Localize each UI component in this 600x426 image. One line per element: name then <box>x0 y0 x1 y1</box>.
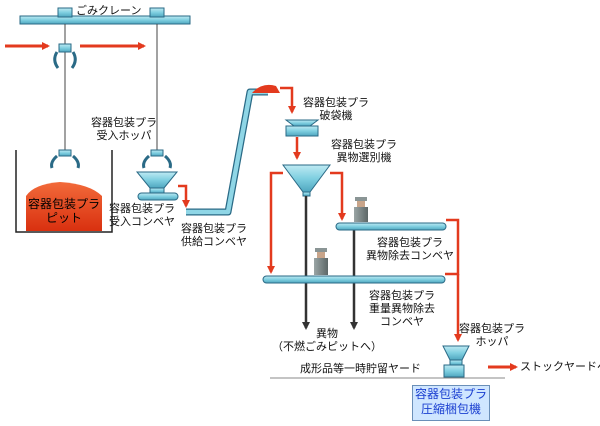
pit-label: 容器包装プラ ピット <box>26 197 102 225</box>
baler-label-line-1: 容器包装プラ <box>414 387 487 401</box>
foreign-conveyor-label: 容器包装プラ 異物除去コンベヤ <box>362 236 458 262</box>
hopper-grab-icon <box>142 149 172 169</box>
crane-label: ごみクレーン <box>76 4 142 17</box>
feed-conveyor <box>186 88 268 216</box>
baler-hopper-label: 容器包装プラ ホッパ <box>454 322 530 348</box>
foreign-matter-label-line-2: （不燃ごみピットへ） <box>272 340 382 353</box>
crane-rail <box>19 7 191 25</box>
baler-press-icon <box>443 364 465 378</box>
foreign-conveyor-label-line-1: 容器包装プラ <box>377 236 443 249</box>
baler-label: 容器包装プラ 圧縮梱包機 <box>412 387 490 417</box>
sorter-label-line-1: 容器包装プラ <box>331 138 397 151</box>
bag-breaker-label: 容器包装プラ 破袋機 <box>300 96 372 122</box>
pit-wall <box>15 150 113 233</box>
heavy-conveyor-label: 容器包装プラ 重量異物除去 コンベヤ <box>364 289 440 328</box>
heavy-conveyor-label-line-2: 重量異物除去 <box>369 302 435 315</box>
to-stock-label: ストックヤードへ <box>520 360 600 373</box>
heavy-removal-conveyor <box>262 275 446 284</box>
foreign-conveyor-out <box>446 218 460 262</box>
receiving-conveyor-label-line-2: 受入コンベヤ <box>109 215 175 228</box>
receiving-conveyor-label: 容器包装プラ 受入コンベヤ <box>106 202 178 228</box>
bag-breaker-icon <box>284 119 320 137</box>
sorter-right-arrow <box>330 171 346 221</box>
receiving-arrow <box>178 184 190 208</box>
pit-label-line-1: 容器包装プラ <box>27 197 100 211</box>
foreign-conveyor-label-line-2: 異物除去コンベヤ <box>366 249 454 262</box>
crane-grab-icon <box>53 43 77 69</box>
foreign-matter-label: 異物 （不燃ごみピットへ） <box>272 327 382 353</box>
feed-load <box>252 84 280 93</box>
sorter-label-line-2: 異物選別機 <box>336 151 392 164</box>
baler-hopper-label-line-2: ホッパ <box>475 335 509 348</box>
feed-arrow <box>280 86 296 114</box>
receiving-conveyor-label-line-1: 容器包装プラ <box>109 202 175 215</box>
pit-grab-icon <box>50 149 80 169</box>
feed-conveyor-label-line-2: 供給コンベヤ <box>181 235 247 248</box>
feed-conveyor-label-line-1: 容器包装プラ <box>181 222 247 235</box>
heavy-conveyor-out <box>445 262 460 276</box>
waste-pile <box>26 182 102 231</box>
receiving-hopper-label-line-1: 容器包装プラ <box>91 116 157 129</box>
operator-icon-2 <box>314 248 328 275</box>
sorter-label: 容器包装プラ 異物選別機 <box>326 138 402 164</box>
baler-label-line-2: 圧縮梱包機 <box>420 402 481 416</box>
receiving-conveyor <box>137 192 179 201</box>
storage-yard-label: 成形品等一時貯留ヤード <box>300 362 421 375</box>
receiving-hopper-label-line-2: 受入ホッパ <box>96 129 152 142</box>
pit-label-line-2: ピット <box>45 211 82 225</box>
feed-conveyor-label: 容器包装プラ 供給コンベヤ <box>178 222 250 248</box>
receiving-hopper-icon <box>135 171 179 194</box>
foreign-matter-label-line-1: 異物 <box>316 327 338 340</box>
baler-hopper-icon <box>442 345 470 366</box>
baler-box <box>412 385 490 421</box>
heavy-conveyor-label-line-3: コンベヤ <box>380 315 424 328</box>
receiving-hopper-label: 容器包装プラ 受入ホッパ <box>88 116 160 142</box>
operator-icon-1 <box>354 197 368 222</box>
sorter-left-arrow <box>267 171 283 274</box>
baler-hopper-label-line-1: 容器包装プラ <box>459 322 525 335</box>
foreign-removal-conveyor <box>335 222 447 231</box>
bag-breaker-label-line-2: 破袋機 <box>319 109 353 122</box>
heavy-conveyor-label-line-1: 容器包装プラ <box>369 289 435 302</box>
sorter-icon <box>282 164 331 197</box>
bag-breaker-label-line-1: 容器包装プラ <box>303 96 369 109</box>
